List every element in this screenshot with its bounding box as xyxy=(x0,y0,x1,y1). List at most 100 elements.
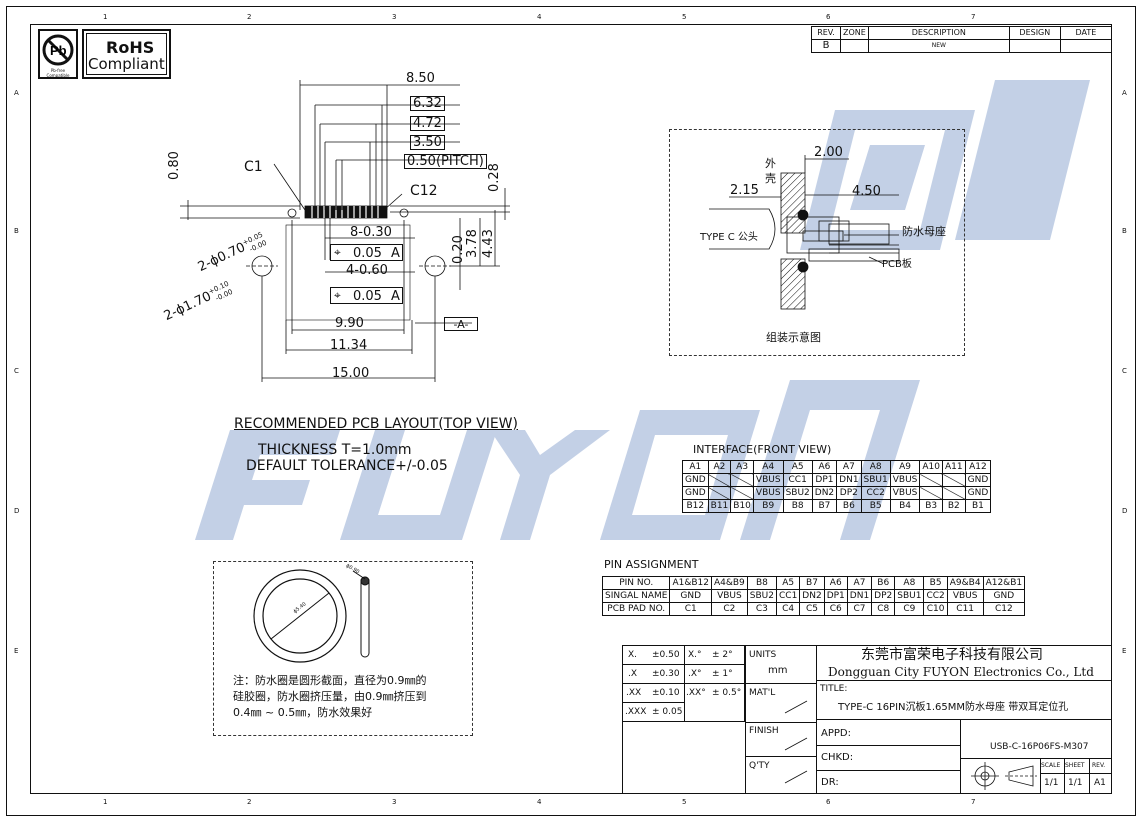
tol-x-val: ±0.50 xyxy=(652,650,680,660)
interface-cell: DN1 xyxy=(836,473,862,487)
pin-assignment-cell: C6 xyxy=(823,602,848,616)
interface-cell xyxy=(730,486,754,500)
description-header: DESCRIPTION xyxy=(867,26,1010,40)
zone-row-c-right: C xyxy=(1122,367,1127,375)
dim-2-00: 2.00 xyxy=(814,145,843,160)
date-value xyxy=(1059,39,1113,53)
interface-cell: A12 xyxy=(964,460,992,474)
dim-3-50: 3.50 xyxy=(410,135,445,150)
tol-x3: .XXX xyxy=(625,707,647,717)
interface-cell: B12 xyxy=(682,499,709,513)
outer-border xyxy=(6,6,1136,816)
interface-cell: DP2 xyxy=(836,486,862,500)
interface-cell: B10 xyxy=(730,499,754,513)
dim-2-15: 2.15 xyxy=(730,183,759,198)
interface-cell: A2 xyxy=(707,460,732,474)
zone-header: ZONE xyxy=(840,26,869,40)
position-icon-2: ⌖ xyxy=(334,288,341,302)
pin-assignment-title: PIN ASSIGNMENT xyxy=(604,558,699,571)
zone-col-2: 2 xyxy=(247,13,252,21)
fcf-2-datum: A xyxy=(391,289,400,304)
interface-cell: B8 xyxy=(782,499,813,513)
zone-col-2-bottom: 2 xyxy=(247,798,252,806)
zone-col-5-bottom: 5 xyxy=(682,798,687,806)
pad-label-c12: C12 xyxy=(410,183,438,199)
interface-cell: B5 xyxy=(860,499,891,513)
zone-col-7-bottom: 7 xyxy=(971,798,976,806)
fcf-1-tol: 0.05 xyxy=(353,246,382,261)
dim-11-34: 11.34 xyxy=(330,338,368,353)
pin-assignment-cell: VBUS xyxy=(946,589,984,603)
dim-0-20: 0.20 xyxy=(451,235,466,264)
dim-4-50: 4.50 xyxy=(852,184,881,199)
fcf-2: ⌖ 0.05 A xyxy=(330,287,403,304)
interface-cell xyxy=(919,486,943,500)
interface-cell: A3 xyxy=(730,460,754,474)
interface-cell: A1 xyxy=(682,460,709,474)
pcb-thickness: THICKNESS T=1.0mm xyxy=(258,442,412,458)
zone-col-3: 3 xyxy=(392,13,397,21)
oring-detail-frame xyxy=(213,561,473,736)
zone-row-b-right: B xyxy=(1122,227,1127,235)
pin-assignment-cell: DP2 xyxy=(871,589,896,603)
interface-cell: A5 xyxy=(782,460,813,474)
units-label: UNITS xyxy=(749,650,777,660)
dim-6-32: 6.32 xyxy=(410,96,445,111)
pin-assignment-cell: C11 xyxy=(946,602,984,616)
material-label: MAT'L xyxy=(749,688,776,698)
date-header: DATE xyxy=(1059,26,1113,40)
design-value xyxy=(1008,39,1061,53)
tol-ang-x1: .X° xyxy=(688,669,702,679)
revision-table: REV. ZONE DESCRIPTION DESIGN DATE B NEW xyxy=(811,26,1113,53)
interface-cell: VBUS xyxy=(752,473,784,487)
interface-cell xyxy=(919,473,943,487)
pad-label-c1: C1 xyxy=(244,159,263,175)
interface-cell: SBU2 xyxy=(782,486,813,500)
tol-x2-val: ±0.10 xyxy=(652,688,680,698)
interface-cell: VBUS xyxy=(752,486,784,500)
dr-label: DR: xyxy=(821,777,839,788)
zone-row-e: E xyxy=(14,647,19,655)
pin-assignment-cell: GND xyxy=(669,589,712,603)
interface-cell: B9 xyxy=(752,499,784,513)
interface-cell: DP1 xyxy=(811,473,838,487)
units-value: mm xyxy=(768,665,788,676)
oring-drawing xyxy=(253,569,370,663)
dim-pitch: 0.50(PITCH) xyxy=(404,154,487,169)
tol-x: X. xyxy=(628,650,638,660)
pin-assignment-cell: B5 xyxy=(923,576,948,590)
dim-0-28: 0.28 xyxy=(487,163,502,192)
projection-symbol-icon xyxy=(971,762,1037,790)
zone-col-4: 4 xyxy=(537,13,542,21)
zone-col-6-bottom: 6 xyxy=(826,798,831,806)
pin-assignment-cell: A7 xyxy=(846,576,873,590)
pin-assignment-cell: B8 xyxy=(746,576,778,590)
dim-3-78: 3.78 xyxy=(465,229,480,258)
pin-assignment-cell: CC2 xyxy=(923,589,948,603)
assembly-caption: 组装示意图 xyxy=(766,331,821,344)
zone-col-1-bottom: 1 xyxy=(103,798,108,806)
company-name-en: Dongguan City FUYON Electronics Co., Ltd xyxy=(828,665,1094,679)
rohs-text: RoHS xyxy=(106,38,155,57)
pin-assignment-cell: A8 xyxy=(894,576,925,590)
pin-assignment-cell: PIN NO. xyxy=(601,576,671,590)
pb-free-icon: Pb xyxy=(42,34,74,66)
assembly-view-drawing xyxy=(709,155,900,310)
interface-cell: B2 xyxy=(942,499,966,513)
interface-cell xyxy=(730,473,754,487)
pb-free-caption: Pb-free Compatible xyxy=(46,68,70,78)
zone-col-5: 5 xyxy=(682,13,687,21)
tol-ang-x2-val: ± 0.5° xyxy=(712,688,742,698)
rev-value: B xyxy=(811,39,841,53)
pin-assignment-cell: C1 xyxy=(669,602,712,616)
pin-assignment-cell: A4&B9 xyxy=(710,576,748,590)
interface-cell: A8 xyxy=(860,460,891,474)
design-header: DESIGN xyxy=(1008,26,1061,40)
interface-cell: B7 xyxy=(811,499,838,513)
